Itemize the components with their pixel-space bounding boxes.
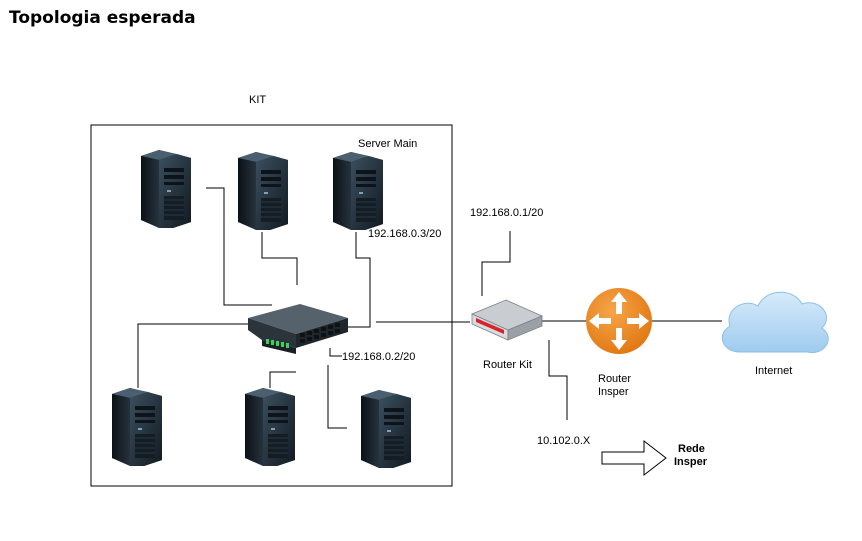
insper-ip: 10.102.0.X (537, 435, 591, 447)
server-icon (237, 152, 288, 230)
server-main-label: Server Main (358, 138, 417, 150)
arrow-right-icon (601, 439, 667, 477)
connections (137, 187, 722, 429)
link-server2-switch (261, 232, 298, 285)
router-insper-label-line1: Router (598, 373, 631, 385)
kit-boundary (90, 124, 453, 487)
link-server4-switch (137, 323, 248, 388)
ip-router-kit: 192.168.0.1/20 (470, 207, 543, 219)
server-icon (360, 390, 411, 468)
link-server6-switch (327, 365, 347, 429)
server-main-icon (332, 152, 383, 230)
kit-label: KIT (249, 94, 266, 106)
internet-label: Internet (755, 365, 792, 377)
link-server5-switch (269, 371, 296, 388)
rede-insper-line1: Rede (678, 443, 705, 455)
leader-switch-ip (329, 348, 342, 357)
cloud-icon (721, 291, 829, 354)
router-insper-icon (586, 288, 652, 354)
server-icon (111, 388, 162, 466)
server-icon (140, 150, 191, 228)
switch-icon (248, 304, 348, 354)
rede-insper-line2: Insper (674, 456, 708, 468)
link-routerkit-insper (548, 340, 568, 420)
link-servermain-switch (347, 232, 371, 328)
ip-switch: 192.168.0.2/20 (342, 351, 415, 363)
router-kit-icon (470, 299, 544, 341)
leader-routerkit-ip (481, 231, 511, 296)
router-kit-label: Router Kit (483, 359, 532, 371)
router-insper-label-line2: Insper (598, 386, 629, 398)
server-icon (244, 388, 295, 466)
ip-server-main: 192.168.0.3/20 (368, 228, 441, 240)
page-title: Topologia esperada (9, 8, 196, 28)
link-server1-switch (206, 187, 272, 306)
